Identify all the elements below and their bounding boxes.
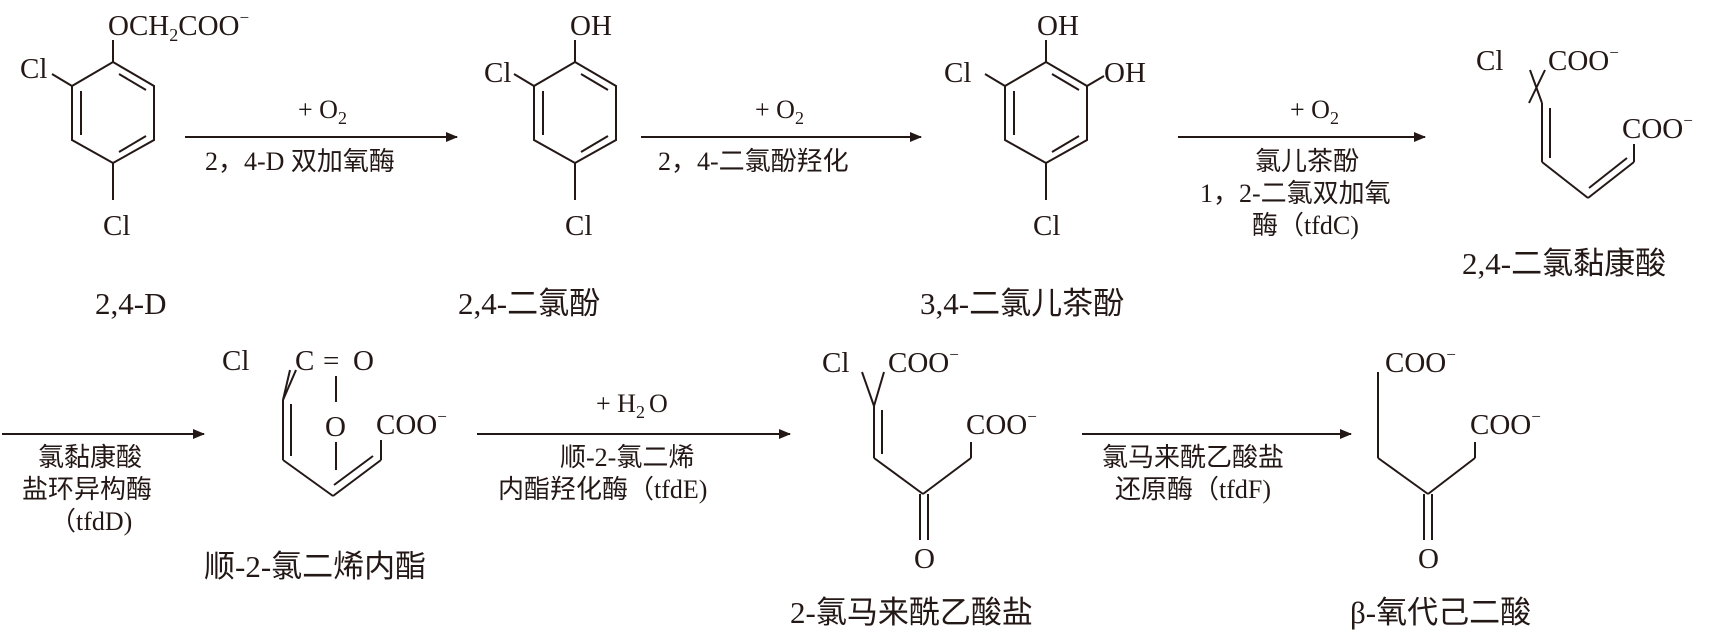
- reaction-arrow-3: + O2 氯儿茶酚 1，2-二氯双加氧 酶（tfdC): [1178, 95, 1426, 240]
- chlorine-atom: Cl: [565, 210, 592, 242]
- reagent-label: + O2: [755, 95, 804, 128]
- reaction-arrow-1: + O2 2，4-D 双加氧酶: [185, 95, 458, 176]
- reagent-label: + O2: [298, 95, 347, 128]
- reaction-arrow-2: + O2 2，4-二氯酚羟化: [641, 95, 922, 176]
- enzyme-label: 1，2-二氯双加氧: [1200, 179, 1391, 208]
- reaction-arrow-4: 氯黏康酸 盐环异构酶 （tfdD): [2, 429, 205, 536]
- enzyme-label: 盐环异构酶: [22, 475, 152, 504]
- hydroxyl-group: OH: [1037, 10, 1079, 42]
- carbonyl-oxygen: O: [1418, 543, 1439, 575]
- carboxylate-group: COO−: [966, 407, 1037, 441]
- hydroxyl-group: OH: [570, 10, 612, 42]
- compound-2-4-dichlorophenol: OH Cl Cl 2,4-二氯酚: [458, 10, 617, 321]
- bond-cl-left: [51, 73, 73, 87]
- chlorine-atom: Cl: [1033, 210, 1060, 242]
- enzyme-label: 顺-2-氯二烯: [560, 443, 694, 472]
- enzyme-label: 酶（tfdC): [1252, 211, 1359, 240]
- chlorine-atom: Cl: [103, 210, 130, 242]
- enzyme-label: （tfdD): [50, 507, 132, 536]
- benzene-ring: [1004, 60, 1088, 165]
- chlorine-atom: Cl: [822, 347, 849, 379]
- oxyacetate-group: OCH2COO−: [108, 8, 249, 45]
- compound-name: 3,4-二氯儿茶酚: [920, 286, 1124, 321]
- compound-cis-2-chlorodienelactone: Cl C = O O COO− 顺-2-氯二烯内酯: [204, 345, 447, 584]
- enzyme-label: 内酯羟化酶（tfdE): [498, 475, 707, 504]
- chlorine-atom: Cl: [20, 53, 47, 85]
- compound-2-chloromaleylacetate: Cl COO− COO− O 2-氯马来酰乙酸盐: [790, 345, 1037, 630]
- carbonyl-oxygen: O: [914, 543, 935, 575]
- enzyme-label: 还原酶（tfdF): [1115, 475, 1271, 504]
- carboxylate-group: COO−: [1622, 111, 1693, 145]
- ring-oxygen-atom: O: [325, 411, 346, 443]
- benzene-ring: [71, 60, 155, 165]
- reagent-label: + O2: [1290, 95, 1339, 128]
- carboxylate-group: COO−: [1470, 407, 1541, 441]
- compound-name: 2-氯马来酰乙酸盐: [790, 595, 1033, 630]
- hydroxyl-group: OH: [1104, 57, 1146, 89]
- enzyme-label: 氯黏康酸: [38, 443, 142, 472]
- benzene-ring: [533, 60, 617, 165]
- compound-2-4-d: OCH2COO− Cl Cl 2,4-D: [20, 8, 249, 321]
- compound-name: β-氧代己二酸: [1350, 595, 1531, 630]
- carboxylate-group: COO−: [1385, 345, 1456, 379]
- carbonyl-carbon: C: [295, 345, 314, 377]
- chlorine-atom: Cl: [484, 57, 511, 89]
- enzyme-label: 氯儿茶酚: [1255, 147, 1359, 176]
- compound-name: 2,4-二氯酚: [458, 286, 600, 321]
- oxygen-atom: O: [353, 345, 374, 377]
- reaction-arrow-6: 氯马来酰乙酸盐 还原酶（tfdF): [1082, 429, 1352, 504]
- carboxylate-group: COO−: [1548, 43, 1619, 77]
- carboxylate-group: COO−: [888, 345, 959, 379]
- compound-name: 2,4-D: [95, 286, 166, 321]
- chlorine-atom: Cl: [1476, 45, 1503, 77]
- chlorine-atom: Cl: [222, 345, 249, 377]
- compound-2-4-dichloromuconate: Cl COO− COO− 2,4-二氯黏康酸: [1462, 43, 1693, 281]
- compound-name: 2,4-二氯黏康酸: [1462, 246, 1666, 281]
- enzyme-label: 氯马来酰乙酸盐: [1102, 443, 1284, 472]
- compound-beta-ketoadipate: COO− COO− O β-氧代己二酸: [1350, 345, 1541, 630]
- compound-name: 顺-2-氯二烯内酯: [204, 549, 426, 584]
- double-bond-sign: =: [323, 345, 339, 377]
- enzyme-label: 2，4-D 双加氧酶: [205, 147, 395, 176]
- carboxylate-group: COO−: [376, 407, 447, 441]
- compound-3-4-dichlorocatechol: OH OH Cl Cl 3,4-二氯儿茶酚: [920, 10, 1146, 321]
- chlorine-atom: Cl: [944, 57, 971, 89]
- enzyme-label: 2，4-二氯酚羟化: [658, 147, 849, 176]
